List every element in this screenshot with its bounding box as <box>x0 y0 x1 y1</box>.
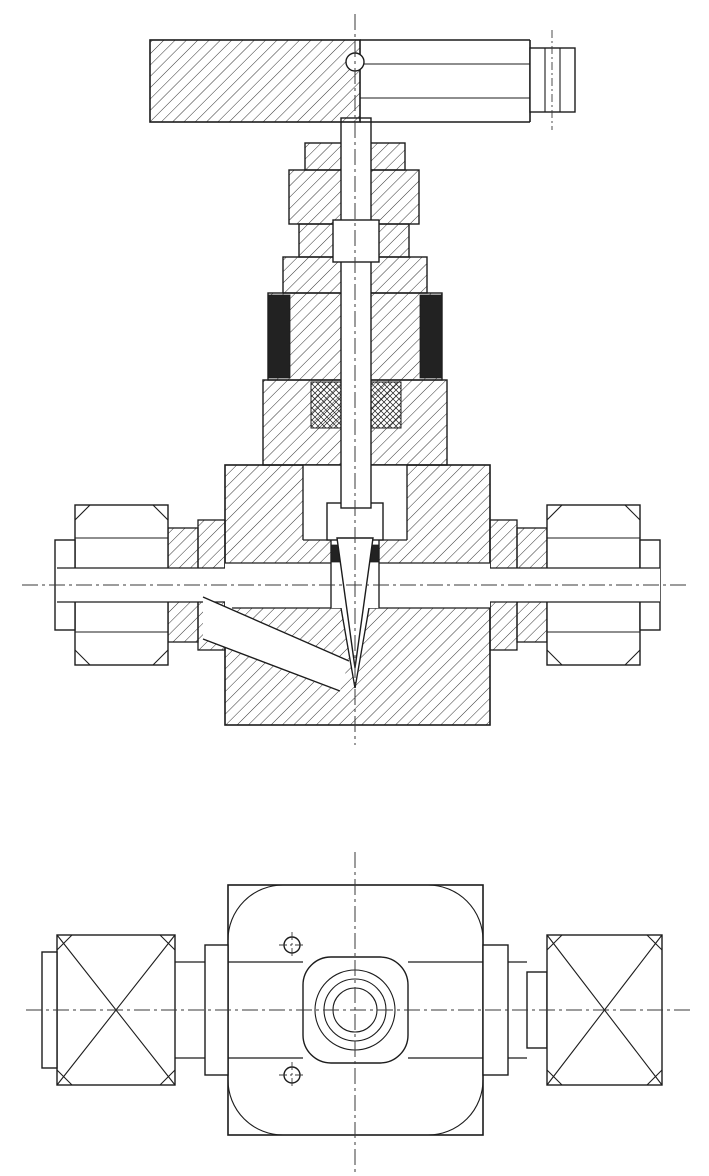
corner-arc-tl <box>227 884 284 941</box>
corner-arc-br <box>427 1079 484 1136</box>
packing-left <box>310 381 342 429</box>
plan-view-centerlines <box>26 852 692 1174</box>
stem <box>310 117 402 509</box>
handle-bar <box>149 39 576 123</box>
top-plan-view <box>26 852 692 1174</box>
packing-right <box>370 381 402 429</box>
plan-holes <box>279 932 305 1088</box>
front-view-centerlines <box>22 14 690 745</box>
handle-nut <box>529 47 576 113</box>
stem-collar <box>332 219 380 263</box>
corner-arc-tr <box>427 884 484 941</box>
angled-passage <box>203 597 349 691</box>
corner-arc-bl <box>227 1079 284 1136</box>
thread-seal-right <box>419 294 443 379</box>
front-section-view <box>22 14 690 745</box>
thread-seal-left <box>267 294 291 379</box>
